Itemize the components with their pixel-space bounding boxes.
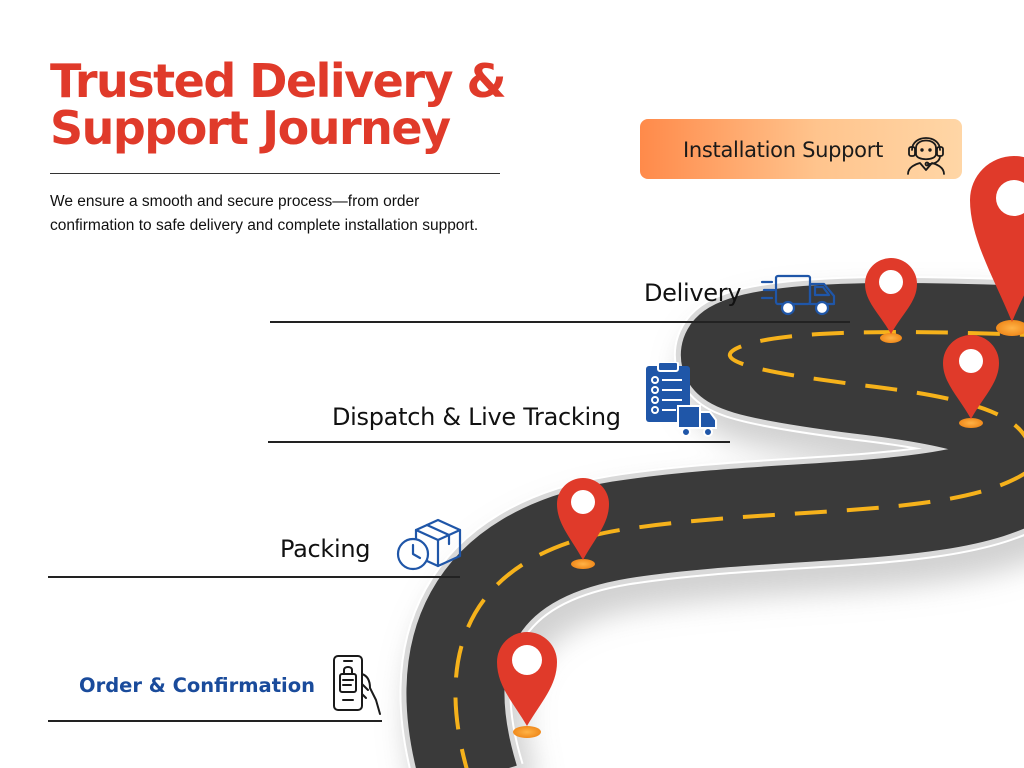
- map-pin-packing: [557, 478, 609, 569]
- step-order-rule: [48, 720, 382, 722]
- step-packing-label: Packing: [280, 535, 371, 563]
- customer-support-headset-icon: [907, 137, 945, 175]
- title-line-2: Support Journey: [50, 101, 451, 155]
- map-pin-delivery: [865, 258, 917, 343]
- step-delivery-label: Delivery: [644, 279, 742, 307]
- map-pin-installation: [970, 156, 1024, 336]
- step-dispatch-label: Dispatch & Live Tracking: [332, 403, 621, 431]
- checklist-truck-icon: [646, 362, 717, 437]
- description-line-2: confirmation to safe delivery and comple…: [50, 217, 479, 234]
- page-title: Trusted Delivery & Support Journey: [50, 58, 530, 152]
- step-delivery-rule: [270, 321, 850, 323]
- step-packing-rule: [48, 576, 460, 578]
- step-dispatch-rule: [268, 441, 730, 443]
- map-pin-order: [497, 632, 557, 738]
- installation-support-label: Installation Support: [683, 138, 884, 162]
- title-line-1: Trusted Delivery &: [50, 54, 507, 108]
- title-divider: [50, 173, 500, 174]
- description-line-1: We ensure a smooth and secure process—fr…: [50, 193, 420, 210]
- phone-hand-icon: [333, 655, 381, 715]
- page-description: We ensure a smooth and secure process—fr…: [50, 190, 570, 238]
- step-order-label: Order & Confirmation: [79, 674, 315, 697]
- delivery-truck-icon: [760, 274, 836, 316]
- box-clock-icon: [396, 518, 462, 571]
- map-pin-dispatch: [943, 335, 999, 428]
